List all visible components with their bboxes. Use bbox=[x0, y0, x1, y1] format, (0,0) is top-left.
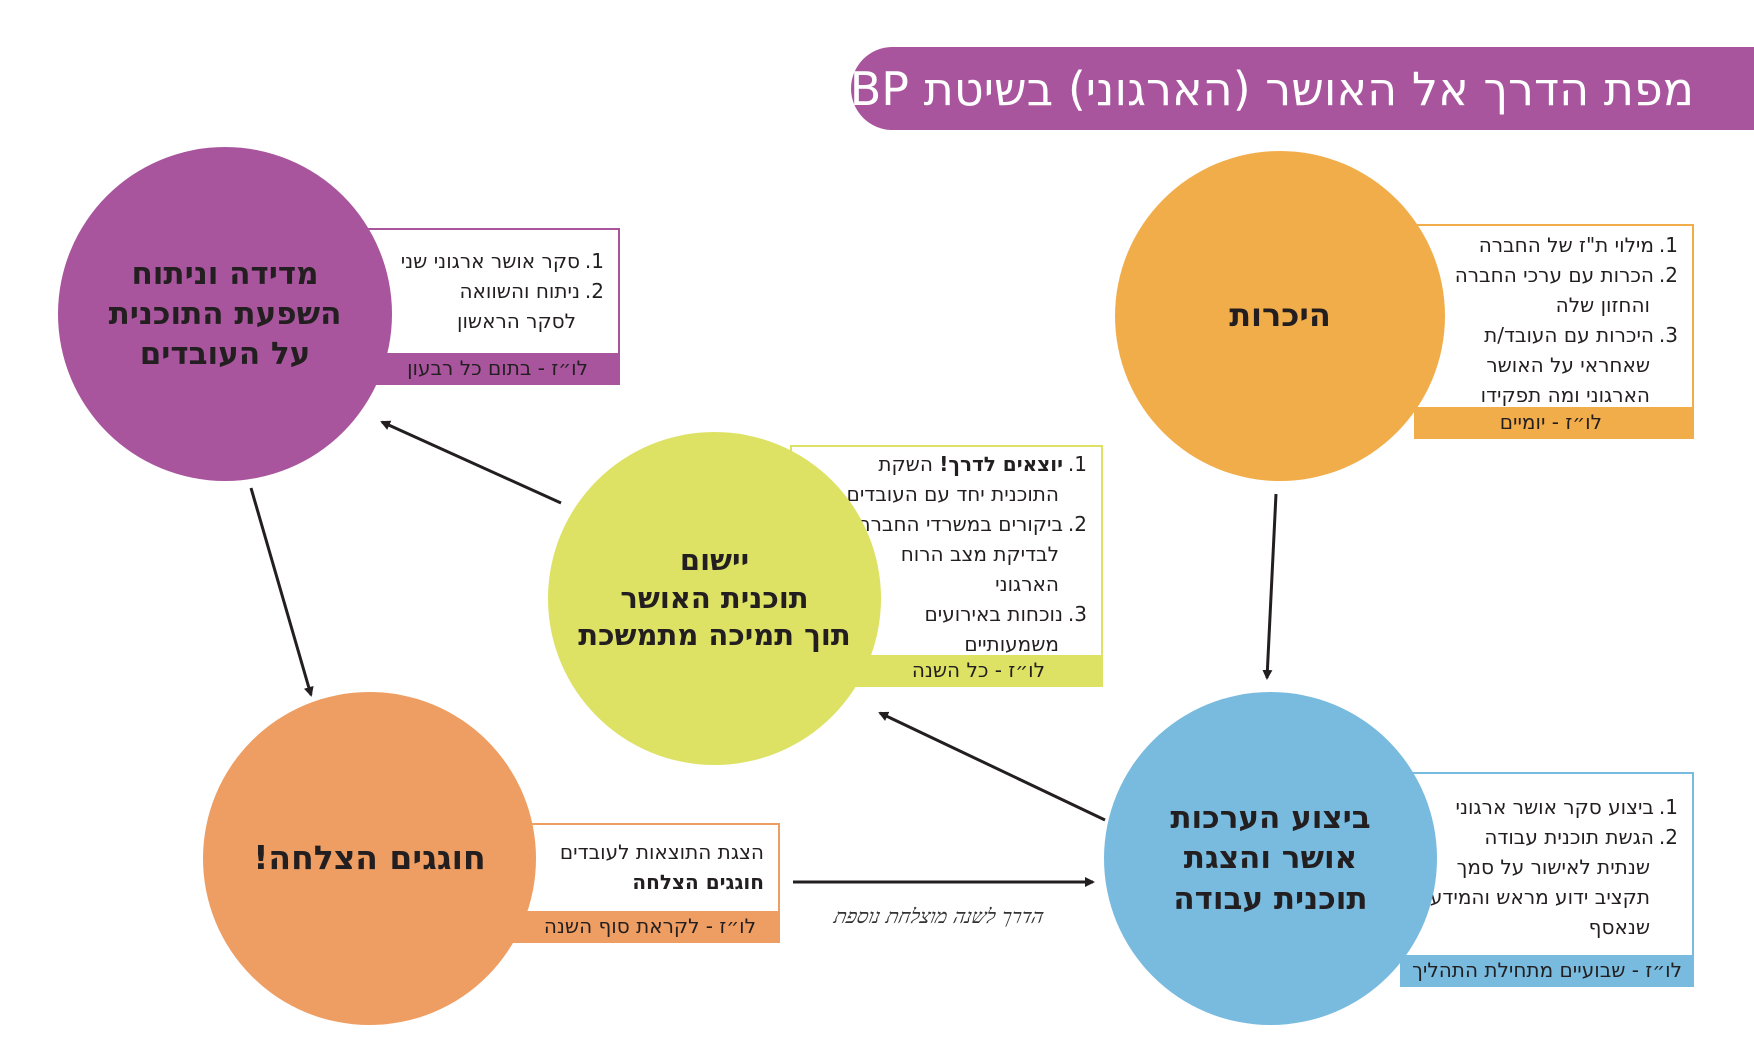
measurement-steps: 1.סקר אושר ארגוני שני 2.ניתוח והשוואה לס… bbox=[400, 249, 604, 333]
measurement-info-box: 1.סקר אושר ארגוני שני 2.ניתוח והשוואה לס… bbox=[355, 228, 620, 385]
celebration-line-2: חוגגים הצלחה bbox=[632, 870, 764, 894]
celebration-schedule: לו״ז - לקראת סוף השנה bbox=[507, 911, 778, 941]
measurement-schedule: לו״ז - בתום כל רבעון bbox=[357, 353, 618, 383]
implementation-steps: 1.יוצאים לדרך! השקת התוכנית יחד עם העובד… bbox=[846, 452, 1087, 656]
assessment-schedule: לו״ז - שבועיים מתחילת התהליך bbox=[1402, 955, 1692, 985]
acquaintance-info-box: 1.מילוי ת"ז של החברה 2.הכרות עם ערכי החב… bbox=[1414, 224, 1694, 439]
celebration-details: הצגת התוצאות לעובדים חוגגים הצלחה bbox=[507, 825, 778, 897]
title-banner: מפת הדרך אל האושר (הארגוני) בשיטת HBP bbox=[815, 47, 1754, 130]
assessment-steps: 1.ביצוע סקר אושר ארגוני 2.הגשת תוכנית עב… bbox=[1429, 795, 1678, 939]
acquaintance-schedule: לו״ז - יומיים bbox=[1416, 407, 1692, 437]
stage-circle-celebration: חוגגים הצלחה! bbox=[203, 692, 536, 1025]
page-title: מפת הדרך אל האושר (הארגוני) בשיטת HBP bbox=[815, 61, 1694, 116]
stage-circle-assessment: ביצוע הערכות אושר והצגת תוכנית עבודה bbox=[1104, 692, 1437, 1025]
stage-circle-acquaintance: היכרות bbox=[1115, 151, 1445, 481]
celebration-line-1: הצגת התוצאות לעובדים bbox=[559, 840, 764, 864]
implementation-info-box: 1.יוצאים לדרך! השקת התוכנית יחד עם העובד… bbox=[790, 445, 1103, 687]
stage-circle-implementation: יישום תוכנית האושר תוך תמיכה מתמשכת bbox=[548, 432, 881, 765]
celebration-info-box: הצגת התוצאות לעובדים חוגגים הצלחה לו״ז -… bbox=[505, 823, 780, 943]
stage-circle-measurement: מדידה וניתוח השפעת התוכנית על העובדים bbox=[58, 147, 392, 481]
loop-note: הדרך לשנה מוצלחת נוספת bbox=[832, 904, 1047, 928]
arrow-assessment-to-implementation bbox=[878, 711, 1106, 822]
arrow-measurement-to-celebration bbox=[249, 487, 314, 697]
assessment-info-box: 1.ביצוע סקר אושר ארגוני 2.הגשת תוכנית עב… bbox=[1400, 772, 1694, 987]
arrow-implementation-to-measurement bbox=[380, 420, 562, 505]
arrow-acquaintance-to-assessment bbox=[1262, 493, 1278, 680]
